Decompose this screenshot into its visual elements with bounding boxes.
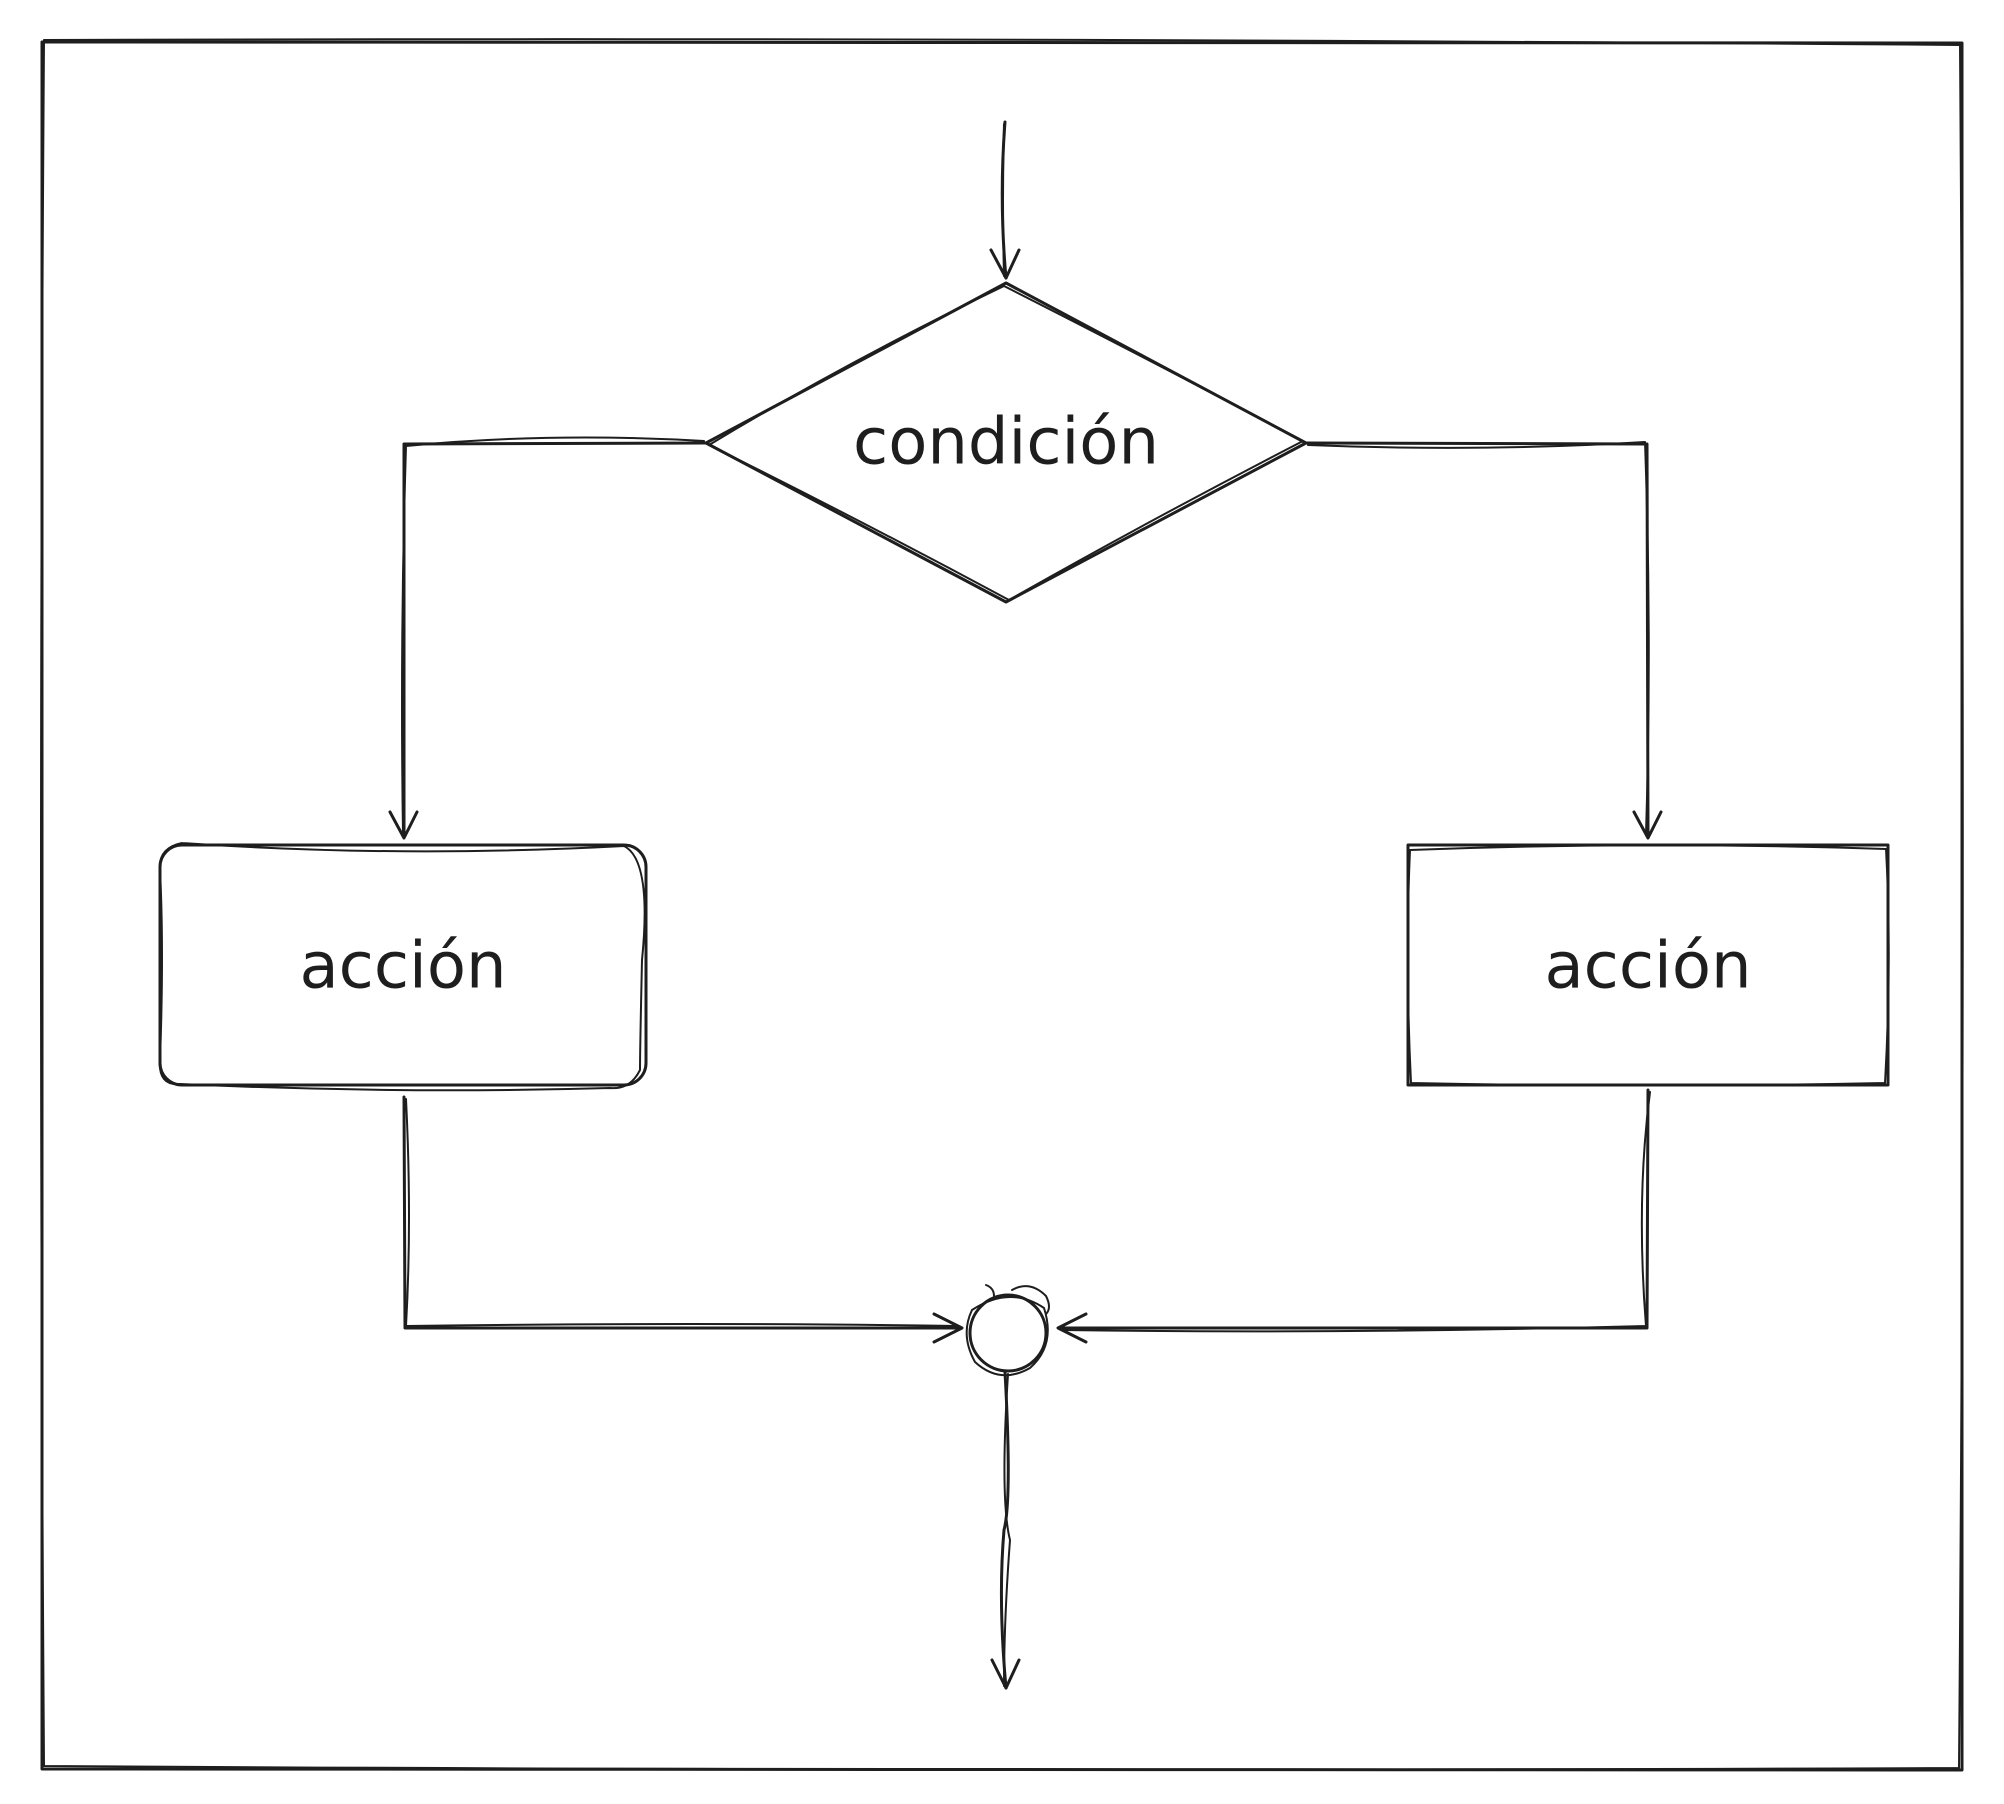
merge-node — [965, 1284, 1050, 1377]
action-box-right[interactable]: acción — [1406, 843, 1890, 1087]
left-merge-arrow — [402, 1095, 964, 1344]
action-label-right: acción — [1544, 930, 1751, 1004]
action-box-left[interactable]: acción — [158, 842, 648, 1092]
left-branch-arrow — [388, 436, 708, 840]
outer-frame — [40, 38, 1964, 1772]
right-branch-arrow — [1304, 441, 1663, 840]
action-label-left: acción — [299, 930, 506, 1004]
decision-label: condición — [853, 406, 1159, 480]
right-merge-arrow — [1056, 1088, 1651, 1344]
exit-arrow — [990, 1370, 1021, 1690]
entry-arrow — [989, 120, 1021, 280]
decision-diamond[interactable]: condición — [704, 281, 1308, 604]
